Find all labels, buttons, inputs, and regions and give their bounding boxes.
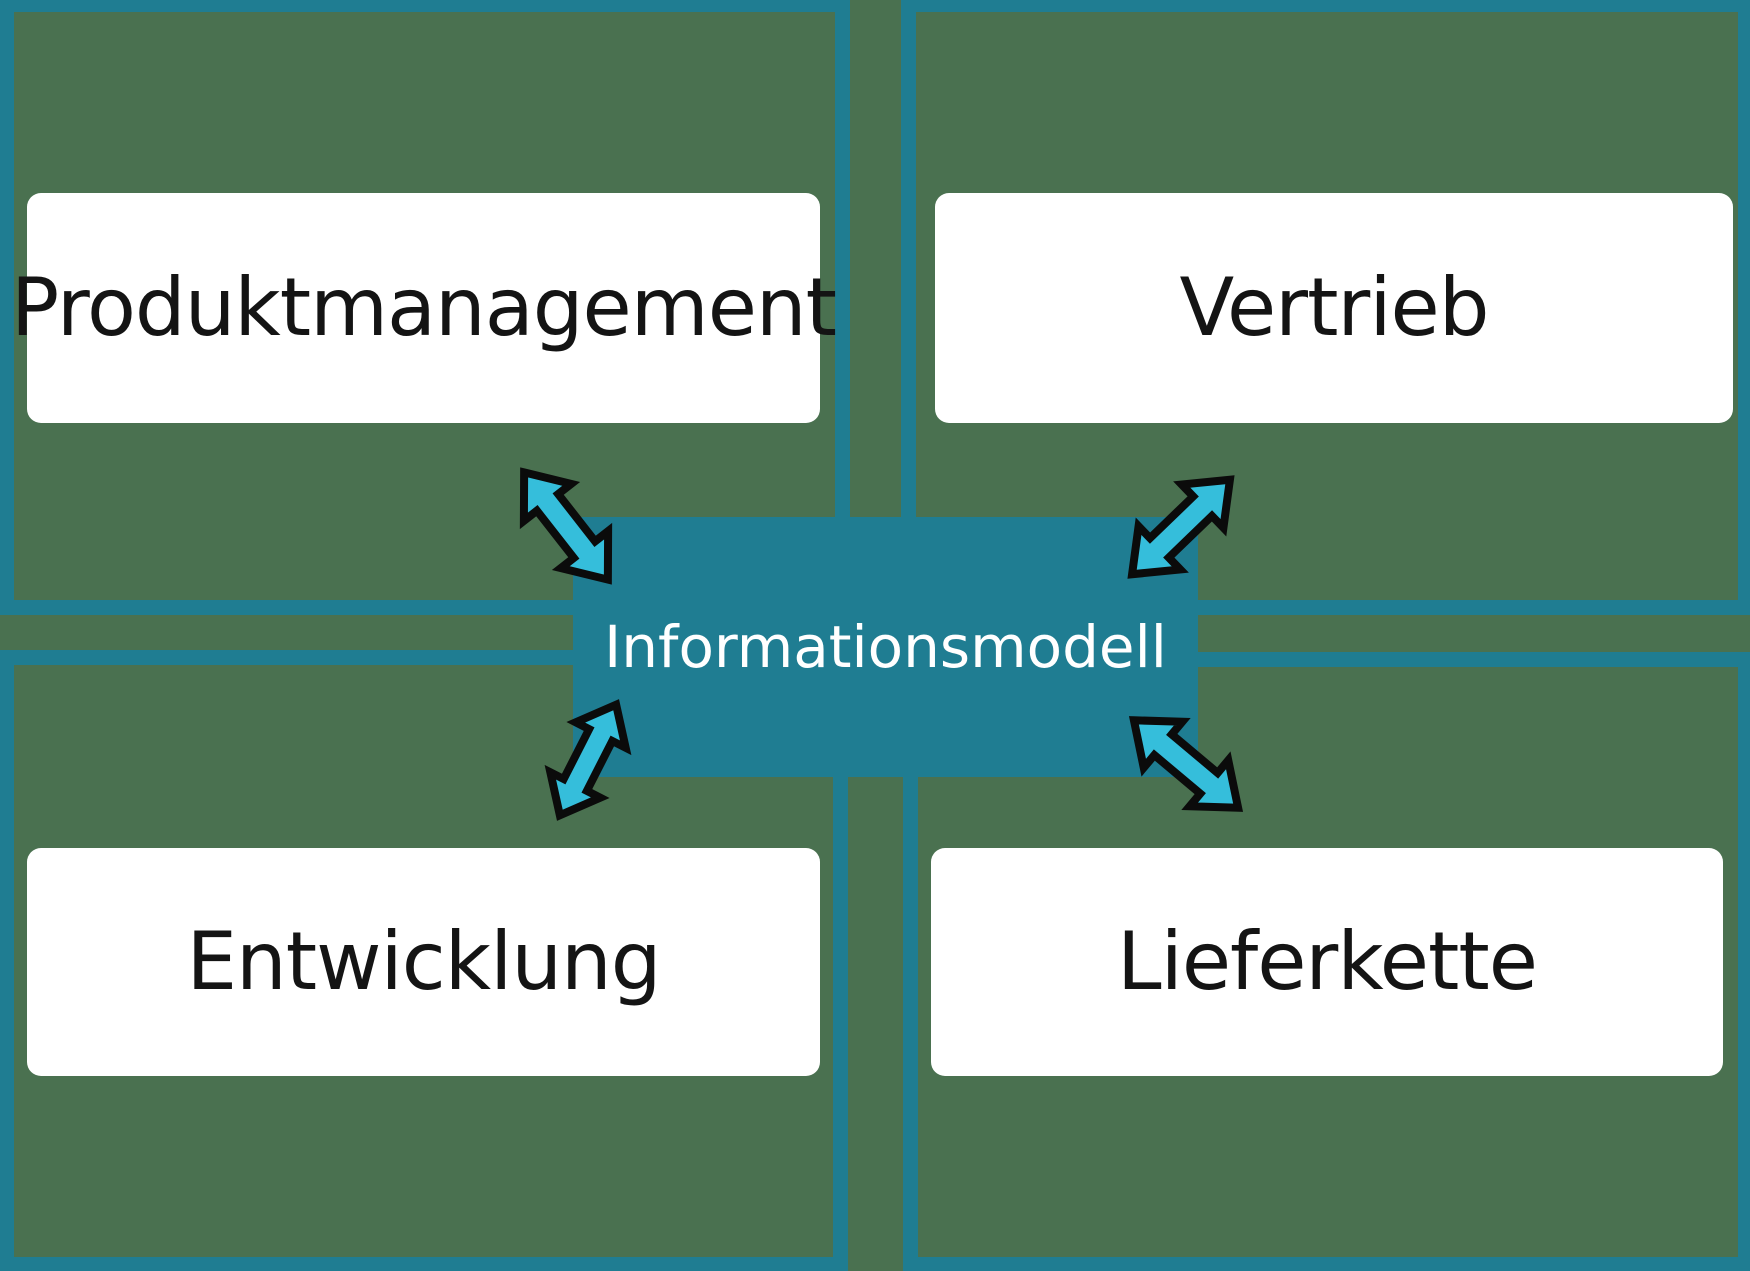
center-label: Informationsmodell xyxy=(604,613,1167,681)
label-box-entwicklung: Entwicklung xyxy=(27,848,820,1076)
label-box-vertrieb: Vertrieb xyxy=(935,193,1733,423)
label-box-lieferkette: Lieferkette xyxy=(931,848,1723,1076)
label-box-produktmanagement: Produktmanagement xyxy=(11,193,837,423)
quadrant-frame-lieferkette xyxy=(903,652,1750,1271)
label-entwicklung: Entwicklung xyxy=(186,915,662,1008)
label-lieferkette: Lieferkette xyxy=(1117,915,1538,1008)
label-vertrieb: Vertrieb xyxy=(1179,261,1489,354)
label-produktmanagement: Produktmanagement xyxy=(11,261,837,354)
center-box-informationsmodell: Informationsmodell xyxy=(573,517,1198,777)
